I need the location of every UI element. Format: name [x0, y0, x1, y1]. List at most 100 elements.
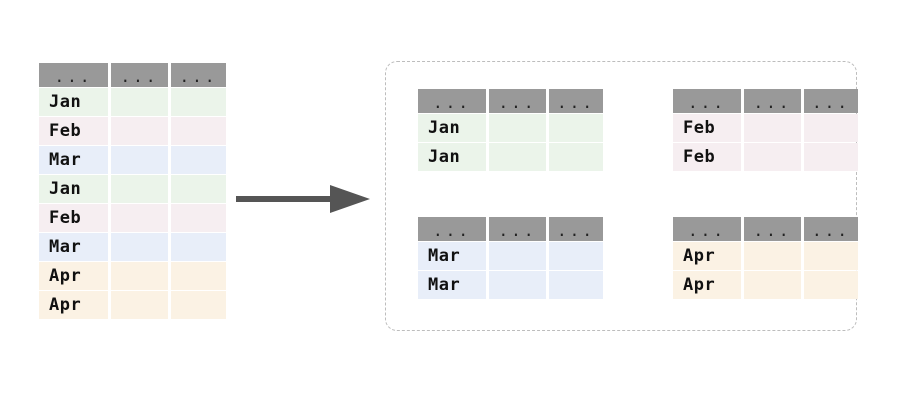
row-label: Apr	[673, 242, 741, 270]
ellipsis-icon: ...	[812, 221, 850, 240]
grouped-tables-container	[385, 61, 857, 331]
row-label: Apr	[673, 271, 741, 299]
ellipsis-icon: ...	[688, 93, 726, 112]
ellipsis-icon: ...	[753, 221, 792, 240]
row-cell-empty	[549, 143, 603, 171]
ellipsis-icon: ...	[812, 93, 850, 112]
table-header-row: ... ... ...	[418, 217, 603, 241]
row-cell-empty	[804, 114, 858, 142]
ellipsis-icon: ...	[498, 93, 537, 112]
column-header-3: ...	[804, 89, 858, 113]
row-cell-empty	[549, 114, 603, 142]
row-label: Jan	[418, 114, 486, 142]
row-label: Jan	[418, 143, 486, 171]
column-header-3: ...	[804, 217, 858, 241]
row-label: Jan	[39, 88, 108, 116]
column-header-2: ...	[744, 89, 801, 113]
column-header-2: ...	[489, 89, 546, 113]
column-header-2: ...	[111, 63, 168, 87]
column-header-3: ...	[549, 217, 603, 241]
right-arrow-icon	[236, 185, 370, 213]
table-header-row: ... ... ...	[673, 217, 858, 241]
ellipsis-icon: ...	[120, 67, 159, 86]
row-cell-empty	[489, 271, 546, 299]
row-cell-empty	[171, 117, 226, 145]
row-label: Apr	[39, 291, 108, 319]
row-cell-empty	[111, 117, 168, 145]
table-row: Jan	[418, 143, 603, 171]
table-row: Mar	[418, 271, 603, 299]
table-row: Jan	[418, 114, 603, 142]
row-cell-empty	[804, 143, 858, 171]
ellipsis-icon: ...	[557, 221, 595, 240]
row-cell-empty	[549, 271, 603, 299]
table-row: Mar	[39, 146, 226, 174]
row-cell-empty	[111, 204, 168, 232]
ellipsis-icon: ...	[179, 67, 218, 86]
table-header-row: ... ... ...	[39, 63, 226, 87]
row-label: Feb	[673, 114, 741, 142]
row-cell-empty	[171, 262, 226, 290]
table-row: Feb	[673, 143, 858, 171]
row-cell-empty	[744, 114, 801, 142]
ellipsis-icon: ...	[753, 93, 792, 112]
column-header-1: ...	[418, 217, 486, 241]
column-header-1: ...	[39, 63, 108, 87]
row-cell-empty	[489, 114, 546, 142]
column-header-1: ...	[673, 217, 741, 241]
row-label: Feb	[39, 204, 108, 232]
table-row: Apr	[39, 291, 226, 319]
row-label: Apr	[39, 262, 108, 290]
row-cell-empty	[171, 291, 226, 319]
table-row: Feb	[39, 117, 226, 145]
table-row: Apr	[673, 271, 858, 299]
row-cell-empty	[111, 175, 168, 203]
ellipsis-icon: ...	[54, 67, 93, 86]
row-label: Mar	[39, 146, 108, 174]
ellipsis-icon: ...	[433, 93, 471, 112]
row-label: Mar	[418, 271, 486, 299]
row-cell-empty	[804, 271, 858, 299]
row-cell-empty	[744, 271, 801, 299]
row-cell-empty	[804, 242, 858, 270]
row-cell-empty	[489, 143, 546, 171]
column-header-3: ...	[549, 89, 603, 113]
column-header-1: ...	[418, 89, 486, 113]
column-header-1: ...	[673, 89, 741, 113]
row-cell-empty	[111, 233, 168, 261]
row-cell-empty	[111, 146, 168, 174]
column-header-2: ...	[489, 217, 546, 241]
row-cell-empty	[171, 204, 226, 232]
table-header-row: ... ... ...	[418, 89, 603, 113]
row-cell-empty	[489, 242, 546, 270]
table-row: Feb	[39, 204, 226, 232]
row-label: Feb	[673, 143, 741, 171]
row-cell-empty	[171, 175, 226, 203]
ellipsis-icon: ...	[557, 93, 595, 112]
table-row: Feb	[673, 114, 858, 142]
row-cell-empty	[549, 242, 603, 270]
row-cell-empty	[111, 262, 168, 290]
row-cell-empty	[171, 88, 226, 116]
row-cell-empty	[111, 88, 168, 116]
table-row: Jan	[39, 88, 226, 116]
row-cell-empty	[744, 242, 801, 270]
ellipsis-icon: ...	[498, 221, 537, 240]
row-label: Mar	[418, 242, 486, 270]
row-cell-empty	[171, 146, 226, 174]
column-header-2: ...	[744, 217, 801, 241]
row-label: Jan	[39, 175, 108, 203]
column-header-3: ...	[171, 63, 226, 87]
table-header-row: ... ... ...	[673, 89, 858, 113]
ellipsis-icon: ...	[433, 221, 471, 240]
ellipsis-icon: ...	[688, 221, 726, 240]
table-row: Mar	[418, 242, 603, 270]
